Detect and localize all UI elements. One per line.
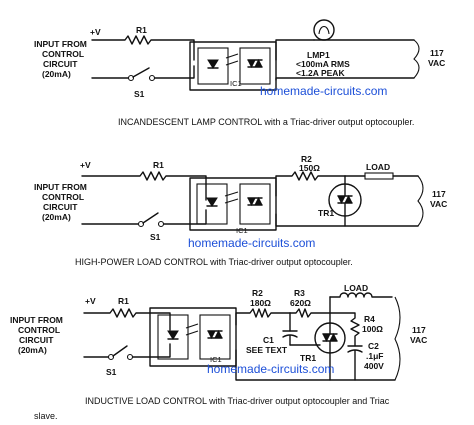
input-label-1: INPUT FROM <box>34 39 87 49</box>
input-label-3: CIRCUIT <box>43 59 78 69</box>
input-label-2: CONTROL <box>42 192 84 202</box>
ac-label-1: 117 <box>412 325 426 335</box>
caption-3-line-2: slave. <box>34 411 58 421</box>
lmp1-rating-1: <100mA RMS <box>296 59 350 69</box>
supply-label: +V <box>90 27 101 37</box>
capacitor-c1: C1 SEE TEXT <box>246 312 298 355</box>
caption-2: HIGH-POWER LOAD CONTROL with Triac-drive… <box>75 257 353 267</box>
supply-label: +V <box>80 160 91 170</box>
c1-note: SEE TEXT <box>246 345 288 355</box>
resistor-r2: R2 150Ω <box>275 154 346 197</box>
optocoupler-ic1: IC1 <box>189 41 277 91</box>
s1-label: S1 <box>150 232 161 242</box>
r1-label: R1 <box>118 296 129 306</box>
supply-label: +V <box>85 296 96 306</box>
circuit-high-power-load: +V R1 INPUT FROM CONTROL CIRCUIT (20mA) … <box>34 154 447 267</box>
ac-label-1: 117 <box>430 48 444 58</box>
ac-bracket <box>394 296 401 381</box>
optocoupler-ic1: IC1 <box>149 307 237 367</box>
ic1-label: IC1 <box>236 226 248 235</box>
r2-value: 150Ω <box>299 163 320 173</box>
ic1-label: IC1 <box>210 355 222 364</box>
ac-label-2: VAC <box>410 335 427 345</box>
watermark: homemade-circuits.com <box>188 236 315 250</box>
r3-label: R3 <box>294 288 305 298</box>
input-label-2: CONTROL <box>42 49 84 59</box>
ac-bracket <box>417 175 424 227</box>
switch-s1: S1 <box>91 65 195 99</box>
circuit-inductive-load: +V R1 INPUT FROM CONTROL CIRCUIT (20mA) … <box>10 283 427 421</box>
r4-value: 100Ω <box>362 324 383 334</box>
lmp1-rating-2: <1.2A PEAK <box>296 68 345 78</box>
circuit-incandescent-lamp: +V R1 INPUT FROM CONTROL CIRCUIT (20mA) … <box>34 19 445 127</box>
ac-label-2: VAC <box>430 199 447 209</box>
ac-bracket <box>413 39 420 79</box>
switch-s1: S1 <box>83 343 171 377</box>
s1-label: S1 <box>106 367 117 377</box>
tr1-label: TR1 <box>300 353 316 363</box>
ic1-label: IC1 <box>230 79 242 88</box>
r3-value: 620Ω <box>290 298 311 308</box>
resistor-r1 <box>91 35 195 61</box>
caption-1: INCANDESCENT LAMP CONTROL with a Triac-d… <box>118 117 414 127</box>
inductor-load: LOAD <box>329 283 393 314</box>
input-label-4: (20mA) <box>18 345 47 355</box>
r2-label: R2 <box>301 154 312 164</box>
input-label-1: INPUT FROM <box>10 315 63 325</box>
c1-label: C1 <box>263 335 274 345</box>
watermark: homemade-circuits.com <box>207 362 334 376</box>
r1-label: R1 <box>136 25 147 35</box>
load-label: LOAD <box>344 283 368 293</box>
optocoupler-ic1: IC1 <box>189 177 277 235</box>
c2-label: C2 <box>368 341 379 351</box>
resistor-r3: R3 620Ω <box>289 288 331 318</box>
input-label-4: (20mA) <box>42 69 71 79</box>
c2-value: .1μF <box>366 351 383 361</box>
resistor-r1 <box>81 171 207 201</box>
c2-voltage: 400V <box>364 361 384 371</box>
r4-label: R4 <box>364 314 375 324</box>
load-label: LOAD <box>366 162 390 172</box>
tr1-label: TR1 <box>318 208 334 218</box>
r2-label: R2 <box>252 288 263 298</box>
triac-tr1: TR1 <box>318 175 362 227</box>
r1-label: R1 <box>153 160 164 170</box>
caption-3-line-1: INDUCTIVE LOAD CONTROL with Triac-driver… <box>85 396 390 406</box>
input-label-4: (20mA) <box>42 212 71 222</box>
watermark: homemade-circuits.com <box>260 84 387 98</box>
resistor-r1 <box>83 308 171 331</box>
load: LOAD <box>344 162 419 180</box>
ac-label-1: 117 <box>432 189 446 199</box>
triac-tr1: TR1 <box>289 312 346 381</box>
input-label-3: CIRCUIT <box>43 202 78 212</box>
resistor-r2: R2 180Ω <box>235 288 291 326</box>
lamp-lmp1 <box>313 19 415 41</box>
lmp1-label: LMP1 <box>307 50 330 60</box>
input-label-3: CIRCUIT <box>19 335 54 345</box>
r2-value: 180Ω <box>250 298 271 308</box>
input-label-1: INPUT FROM <box>34 182 87 192</box>
ac-label-2: VAC <box>428 58 445 68</box>
resistor-r4: R4 100Ω <box>329 312 383 347</box>
capacitor-c2: C2 .1μF 400V <box>347 341 384 381</box>
s1-label: S1 <box>134 89 145 99</box>
input-label-2: CONTROL <box>18 325 60 335</box>
